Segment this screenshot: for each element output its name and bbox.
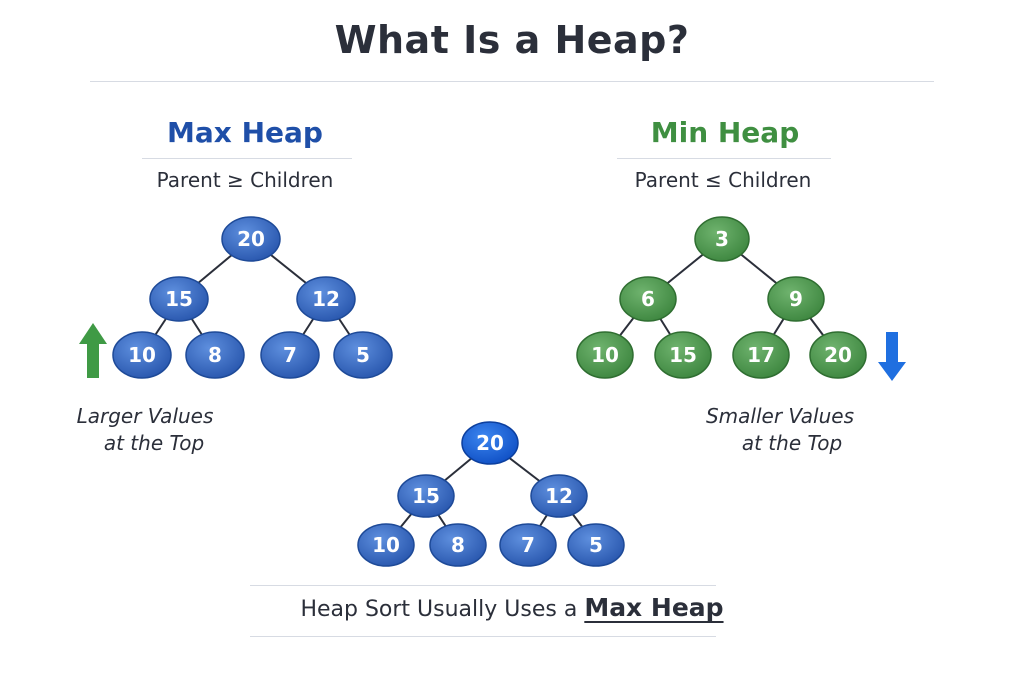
- max-heap-note: Larger Values at the Top: [60, 403, 230, 457]
- max-heap-note-line2: at the Top: [103, 431, 205, 455]
- max-heap-node: 12: [296, 276, 356, 322]
- node-value: 9: [789, 287, 803, 311]
- min-heap-note-line2: at the Top: [741, 431, 843, 455]
- min-heap-node-root: 3: [694, 216, 750, 262]
- node-value: 7: [283, 343, 297, 367]
- max-heap-heading: Max Heap: [167, 116, 323, 149]
- max-heap-node-root: 20: [221, 216, 281, 262]
- node-value: 20: [476, 431, 504, 455]
- node-value: 10: [128, 343, 156, 367]
- min-heap-rule: Parent ≤ Children: [634, 168, 812, 192]
- footer-bottom-divider: [250, 636, 716, 637]
- node-value: 20: [824, 343, 852, 367]
- min-heap-heading: Min Heap: [650, 116, 800, 149]
- node-value: 8: [208, 343, 222, 367]
- sort-heap-node: 8: [429, 523, 487, 567]
- min-heap-node: 6: [619, 276, 677, 322]
- min-heap-node: 17: [732, 331, 790, 379]
- node-value: 5: [356, 343, 370, 367]
- node-value: 6: [641, 287, 655, 311]
- max-heap-node: 8: [185, 331, 245, 379]
- footer-caption: Heap Sort Usually Uses a Max Heap: [0, 593, 1024, 622]
- min-heap-node: 9: [767, 276, 825, 322]
- node-value: 15: [669, 343, 697, 367]
- title-divider: [90, 81, 934, 82]
- page-title: What Is a Heap?: [334, 18, 690, 62]
- arrow-down-icon: [878, 332, 906, 381]
- sort-heap-node: 15: [397, 474, 455, 518]
- sort-heap-node: 5: [567, 523, 625, 567]
- node-value: 12: [312, 287, 340, 311]
- max-heap-node: 7: [260, 331, 320, 379]
- sort-heap-node-root: 20: [461, 421, 519, 465]
- sort-heap-node: 10: [357, 523, 415, 567]
- min-heap-node: 10: [576, 331, 634, 379]
- node-value: 15: [165, 287, 193, 311]
- sort-heap-tree: 20 15 12 10 8 7: [357, 421, 625, 567]
- max-heap-note-line1: Larger Values: [76, 404, 214, 428]
- max-heap-divider: [142, 158, 352, 159]
- min-heap-node: 20: [809, 331, 867, 379]
- sort-heap-node: 7: [499, 523, 557, 567]
- node-value: 15: [412, 484, 440, 508]
- node-value: 3: [715, 227, 729, 251]
- arrow-up-icon: [79, 323, 107, 378]
- sort-heap-node: 12: [530, 474, 588, 518]
- node-value: 5: [589, 533, 603, 557]
- node-value: 10: [372, 533, 400, 557]
- max-heap-node: 15: [149, 276, 209, 322]
- max-heap-tree: 20 15 12 10 8 7: [112, 216, 393, 379]
- node-value: 12: [545, 484, 573, 508]
- node-value: 7: [521, 533, 535, 557]
- node-value: 8: [451, 533, 465, 557]
- min-heap-divider: [617, 158, 831, 159]
- footer-text: Heap Sort Usually Uses a: [300, 597, 578, 622]
- node-value: 10: [591, 343, 619, 367]
- max-heap-rule: Parent ≥ Children: [156, 168, 334, 192]
- node-value: 17: [747, 343, 775, 367]
- min-heap-note: Smaller Values at the Top: [695, 403, 865, 457]
- min-heap-node: 15: [654, 331, 712, 379]
- footer-emphasis: Max Heap: [584, 593, 724, 622]
- footer-top-divider: [250, 585, 716, 586]
- node-value: 20: [237, 227, 265, 251]
- min-heap-note-line1: Smaller Values: [705, 404, 855, 428]
- min-heap-tree: 3 6 9 10 15 17: [576, 216, 867, 379]
- max-heap-node: 10: [112, 331, 172, 379]
- max-heap-node: 5: [333, 331, 393, 379]
